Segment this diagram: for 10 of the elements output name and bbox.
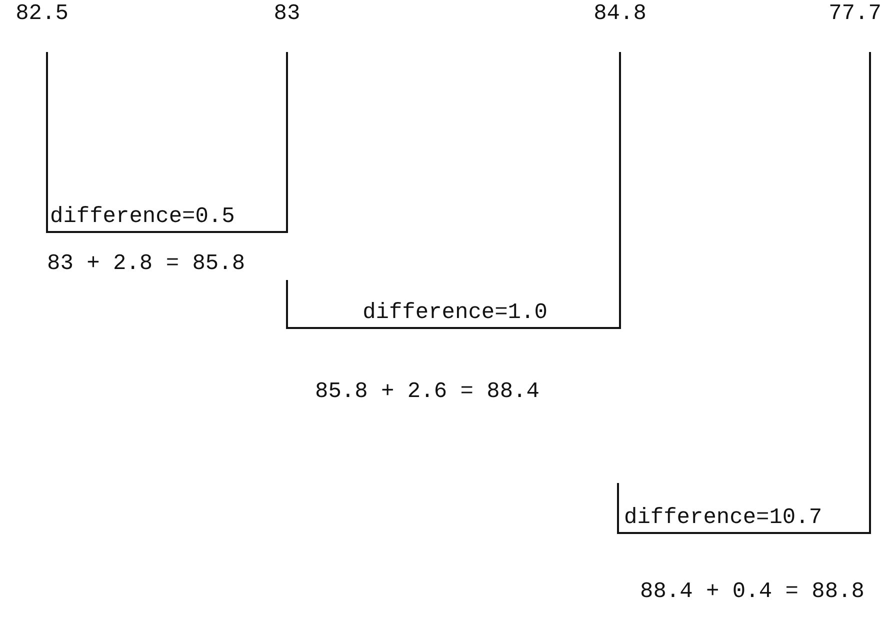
sum-label: 85.8 + 2.6 = 88.4 xyxy=(315,380,540,404)
value-label: 83 xyxy=(274,2,300,26)
value-label: 82.5 xyxy=(16,2,68,26)
difference-label: difference=0.5 xyxy=(50,205,235,229)
sum-label: 83 + 2.8 = 85.8 xyxy=(47,252,246,276)
difference-label: difference=1.0 xyxy=(362,301,548,325)
value-label: 84.8 xyxy=(594,2,646,26)
sum-label: 88.4 + 0.4 = 88.8 xyxy=(640,580,864,604)
difference-label: difference=10.7 xyxy=(624,506,822,530)
value-label: 77.7 xyxy=(828,2,882,26)
